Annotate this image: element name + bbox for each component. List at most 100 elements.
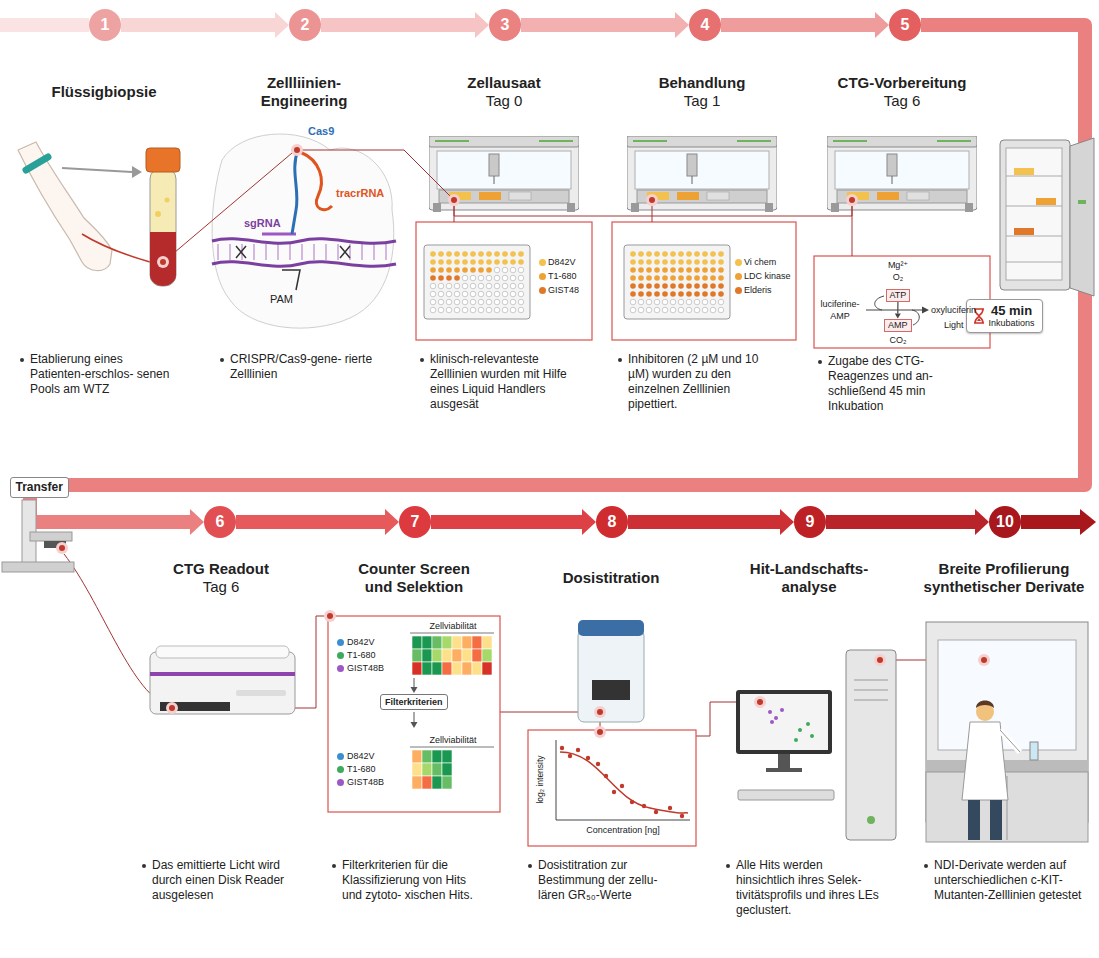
body-block: Zugabe des CTG- Reagenzes und an- schlie… [816, 354, 958, 414]
band-ends-part [0, 18, 89, 32]
legend-text: LDC kinase [744, 270, 791, 282]
step-number-text: 10 [996, 513, 1014, 531]
step-title: Flüssigbiopsie [51, 83, 156, 101]
legend-text: D842V [548, 256, 576, 268]
label-wrap: PAM [270, 292, 310, 306]
legend-swatch [539, 259, 546, 266]
legend-swatch [337, 753, 344, 760]
step-number: 7 [399, 506, 431, 538]
label-wrap: Zellviabilität [410, 620, 496, 632]
title-block: Dosistitration [521, 552, 701, 604]
arrow-head [475, 12, 489, 38]
connector-line [321, 18, 475, 32]
band-ends-part [1080, 509, 1096, 535]
label-wrap: luciferine- AMP [815, 298, 865, 322]
legend-swatch [337, 779, 344, 786]
step-title: Zellausaat [467, 74, 540, 92]
atp-box-text: ATP [890, 290, 907, 301]
bullet-dot [818, 360, 822, 364]
step-number: 6 [204, 506, 236, 538]
axis-label: Concentration [ng] [566, 824, 680, 836]
protein-label: Cas9 [308, 124, 348, 138]
legend-text: Elderis [744, 284, 772, 296]
amp-box-text: AMP [888, 320, 908, 331]
step-number: 4 [689, 9, 721, 41]
legend-text: GIST48B [347, 776, 384, 788]
label-wrap: sgRNA [244, 216, 284, 230]
step-title: CTG-Vorbereitung [838, 74, 967, 92]
connector-line [826, 515, 975, 529]
legend-wrap: T1-680 [347, 649, 376, 661]
legend-swatch [337, 665, 344, 672]
legend-wrap: LDC kinase [744, 270, 791, 282]
plate-transfer-robot [2, 500, 74, 572]
legend-wrap: D842V [548, 256, 576, 268]
legend-text: T1-680 [347, 649, 376, 661]
title-block: ZellausaatTag 0 [414, 66, 594, 118]
label-wrap: Light [944, 319, 970, 331]
axis-label: log₂ intensity [535, 740, 546, 820]
band-ends [0, 18, 1096, 535]
incubation-timer-text: 45 min [989, 303, 1035, 318]
body-block: klinisch-relevanteste Zelllinien wurden … [418, 352, 570, 412]
arrow-head [190, 509, 204, 535]
body-block: Filterkriterien für die Klassifizierung … [330, 858, 477, 903]
step-panel: Zellliinien- EngineeringCRISPR/Cas9-gene… [208, 128, 400, 432]
body-block: CRISPR/Cas9-gene- rierte Zelllinien [218, 352, 380, 382]
reagent-label: Mg²⁺ [878, 259, 918, 271]
product-label: CO₂ [878, 334, 918, 346]
band-ends-part [1021, 515, 1081, 529]
legend-wrap: T1-680 [347, 763, 376, 775]
body-block: Etablierung eines Patienten-erschlos- se… [18, 352, 170, 397]
step-description: Das emittierte Licht wird durch einen Di… [152, 858, 287, 903]
title-block: Flüssigbiopsie [14, 66, 194, 118]
legend-swatch [337, 639, 344, 646]
title-block: CTG ReadoutTag 6 [131, 552, 311, 604]
flow-connector [121, 12, 289, 38]
step-description: Filterkriterien für die Klassifizierung … [342, 858, 477, 903]
legend-wrap: T1-680 [548, 270, 577, 282]
incubator-illustration-part [1036, 198, 1056, 205]
bullet-dot [528, 864, 532, 868]
incubator-illustration-part [1000, 140, 1070, 290]
label-wrap: Mg²⁺ [878, 259, 918, 271]
label-wrap: CO₂ [878, 334, 918, 346]
legend-swatch [337, 652, 344, 659]
step-panel: Breite Profilierung synthetischer Deriva… [912, 610, 1096, 946]
product-label: oxyluciferin [931, 304, 987, 316]
step-day: Tag 6 [884, 92, 921, 110]
label-wrap: Zellviabilität [410, 734, 496, 746]
legend-swatch [337, 766, 344, 773]
filter-box-text: Filterkriterien [385, 696, 443, 708]
arrow-head [780, 509, 794, 535]
arrow-head [975, 509, 989, 535]
legend-swatch [539, 273, 546, 280]
flow-connector [521, 12, 689, 38]
incubation-timer: 45 minInkubations [966, 299, 1043, 333]
step-number-text: 6 [216, 513, 225, 531]
label-wrap: tracrRNA [336, 186, 396, 200]
title-block: Zellliinien- Engineering [244, 66, 364, 118]
flow-connector [236, 509, 399, 535]
step-number: 3 [489, 9, 521, 41]
step-number-text: 5 [901, 16, 910, 34]
rna-label: sgRNA [244, 216, 284, 230]
title-block: Hit-Landschafts- analyse [739, 552, 879, 604]
incubator-illustration-part [1070, 138, 1094, 296]
legend-text: GIST48B [347, 662, 384, 674]
dna-label: PAM [270, 292, 310, 306]
label-wrap: log₂ intensity [535, 740, 546, 820]
arrow-head [875, 12, 889, 38]
step-description: NDI-Derivate werden auf unterschiedliche… [934, 858, 1084, 903]
legend-wrap: D842V [347, 750, 375, 762]
step-description: Dosistitration zur Bestimmung der zellu-… [538, 858, 673, 903]
label-wrap: Concentration [ng] [566, 824, 680, 836]
flow-connector [431, 509, 596, 535]
step-day: Tag 1 [684, 92, 721, 110]
bullet-dot [20, 358, 24, 362]
body-block: NDI-Derivate werden auf unterschiedliche… [922, 858, 1084, 903]
transfer-tag-text: Transfer [16, 480, 63, 495]
legend-wrap: GIST48B [347, 662, 384, 674]
step-panel: FlüssigbiopsieEtablierung eines Patiente… [8, 128, 200, 432]
